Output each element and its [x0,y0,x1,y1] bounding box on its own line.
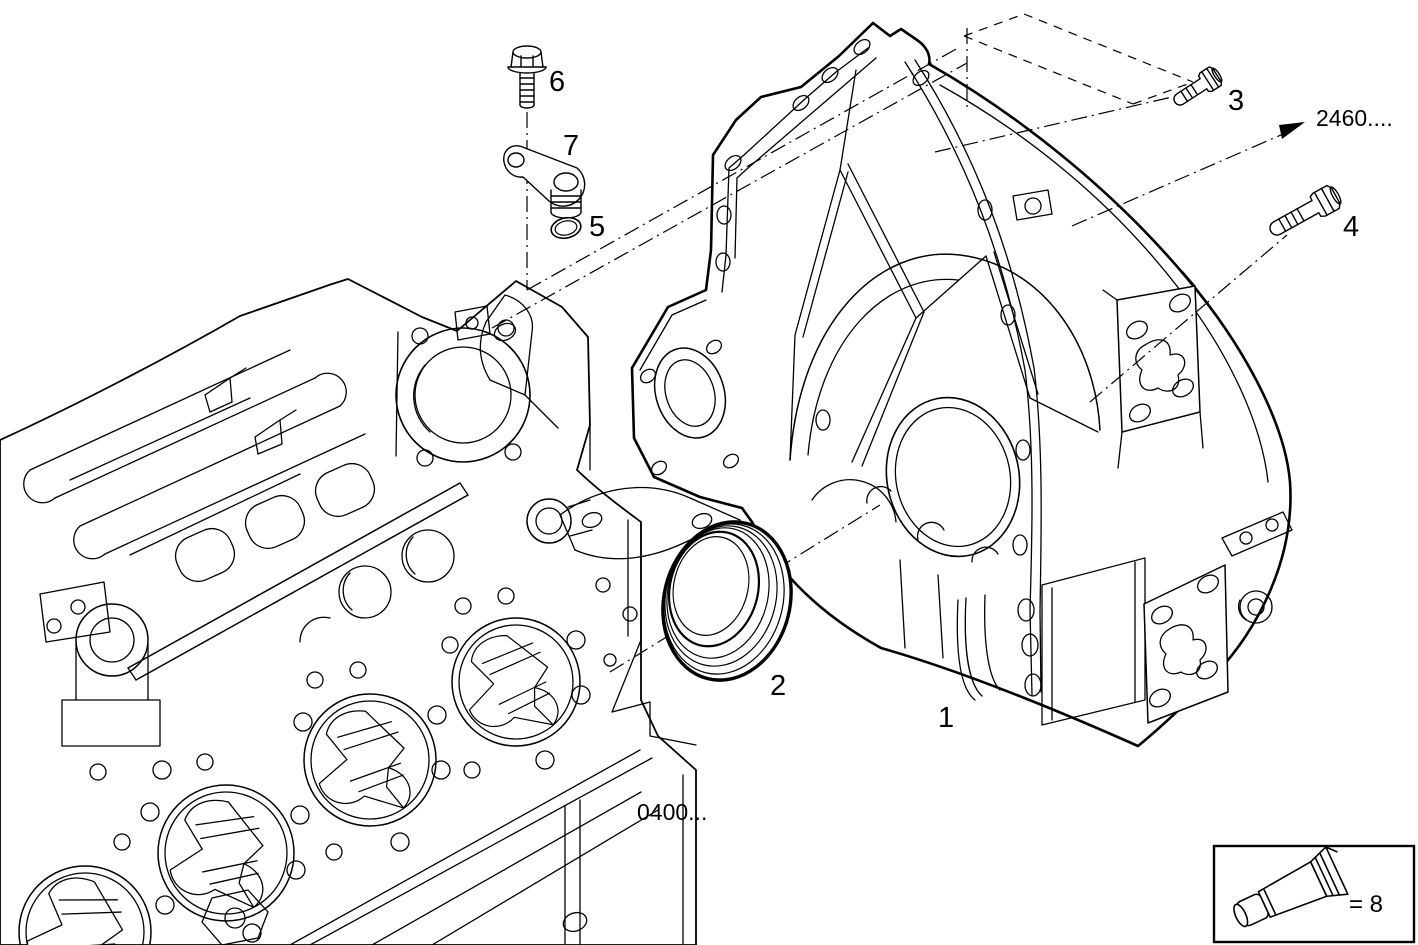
crankshaft-seal-drawing [661,520,793,682]
sealant-tube-icon [1233,846,1349,928]
callout-3-bolt[interactable]: 3 [1228,85,1244,117]
oring-5-drawing [550,216,582,240]
callout-2-seal-ring[interactable]: 2 [770,670,786,702]
legend-sealant-label: = 8 [1349,891,1383,918]
retainer-lever-drawing [503,145,586,219]
bolt-4-drawing [1269,184,1342,236]
flywheel-housing-drawing [559,21,1293,748]
reference-arrow-icon [1279,122,1305,139]
leader-lines [491,13,1305,673]
reference-gearbox[interactable]: 2460.... [1316,105,1393,131]
callout-5-oring[interactable]: 5 [589,211,605,243]
callout-4-bolt[interactable]: 4 [1343,211,1359,243]
callout-1-flywheel-housing[interactable]: 1 [938,702,954,734]
sealant-legend-box: = 8 [1212,844,1416,944]
bolt-3-drawing [1173,66,1223,106]
callouts: 1 2 3 4 5 6 7 2460.... 0400... [549,66,1393,825]
bolt-6-drawing [507,45,547,109]
callout-6-bolt[interactable]: 6 [549,66,565,98]
engine-block-drawing [0,278,697,945]
callout-7-lever[interactable]: 7 [563,130,579,162]
reference-engine-block[interactable]: 0400... [637,799,707,825]
